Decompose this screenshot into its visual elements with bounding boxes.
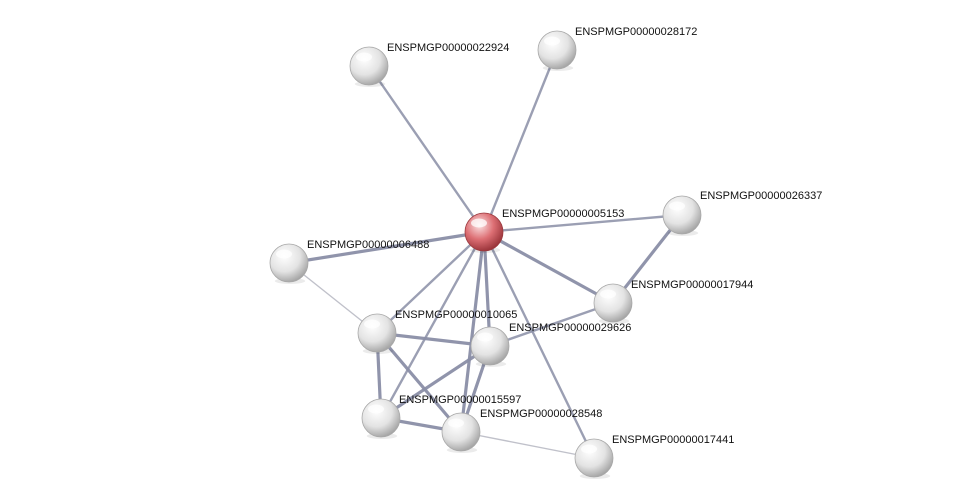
node-sphere[interactable]: [269, 243, 309, 283]
edge-05153-17441[interactable]: [482, 230, 596, 460]
node-sphere[interactable]: [470, 326, 510, 366]
node-ENSPMGP00000017944[interactable]: ENSPMGP00000017944: [593, 279, 753, 324]
node-sphere[interactable]: [574, 438, 614, 478]
node-label: ENSPMGP00000005153: [502, 208, 624, 220]
node-highlight: [544, 36, 560, 46]
node-ENSPMGP00000005153[interactable]: ENSPMGP00000005153: [464, 208, 624, 253]
node-highlight: [477, 332, 493, 342]
node-label: ENSPMGP00000026337: [700, 190, 822, 202]
node-highlight: [448, 418, 464, 428]
node-ENSPMGP00000017441[interactable]: ENSPMGP00000017441: [574, 434, 734, 479]
node-label: ENSPMGP00000022924: [387, 42, 509, 54]
node-sphere[interactable]: [357, 313, 397, 353]
edge-05153-28172[interactable]: [482, 48, 559, 234]
node-highlight: [471, 218, 487, 228]
node-label: ENSPMGP00000010065: [395, 309, 517, 321]
node-ENSPMGP00000006488[interactable]: ENSPMGP00000006488: [269, 239, 429, 284]
query-node-sphere[interactable]: [464, 212, 504, 252]
node-ENSPMGP00000026337[interactable]: ENSPMGP00000026337: [662, 190, 822, 236]
edge-05153-28548[interactable]: [459, 230, 486, 434]
edge-10065-28548[interactable]: [375, 331, 463, 434]
node-sphere[interactable]: [662, 195, 702, 235]
node-sphere[interactable]: [593, 283, 633, 323]
node-ENSPMGP00000028548[interactable]: ENSPMGP00000028548: [441, 408, 602, 453]
edge-05153-17944[interactable]: [482, 230, 615, 305]
edge-05153-10065[interactable]: [375, 230, 486, 335]
node-sphere[interactable]: [349, 46, 389, 86]
node-label: ENSPMGP00000028548: [480, 408, 602, 420]
edge-05153-06488[interactable]: [287, 230, 486, 265]
node-sphere[interactable]: [441, 412, 481, 452]
node-label: ENSPMGP00000006488: [307, 239, 429, 251]
node-label: ENSPMGP00000028172: [575, 26, 697, 38]
node-ENSPMGP00000010065[interactable]: ENSPMGP00000010065: [357, 309, 517, 354]
edge-29626-15597[interactable]: [379, 344, 492, 420]
node-label: ENSPMGP00000017441: [612, 434, 734, 446]
node-highlight: [600, 289, 616, 299]
node-ENSPMGP00000015597[interactable]: ENSPMGP00000015597: [361, 394, 521, 439]
node-ENSPMGP00000029626[interactable]: ENSPMGP00000029626: [470, 322, 631, 367]
node-label: ENSPMGP00000015597: [399, 394, 521, 406]
node-highlight: [356, 52, 372, 62]
node-highlight: [581, 444, 597, 454]
edge-17944-29626[interactable]: [488, 301, 615, 348]
node-label: ENSPMGP00000017944: [631, 279, 753, 291]
node-ENSPMGP00000022924[interactable]: ENSPMGP00000022924: [349, 42, 509, 87]
nodes-layer: ENSPMGP00000022924 ENSPMGP00000028172ENSP…: [269, 26, 822, 479]
node-sphere[interactable]: [361, 398, 401, 438]
edge-28548-17441[interactable]: [460, 431, 595, 459]
node-sphere[interactable]: [537, 30, 577, 70]
node-highlight: [364, 319, 380, 329]
edge-05153-15597[interactable]: [379, 230, 486, 420]
node-label: ENSPMGP00000029626: [509, 322, 631, 334]
node-highlight: [669, 201, 685, 211]
edge-05153-22924[interactable]: [367, 64, 486, 234]
node-highlight: [276, 249, 292, 259]
node-highlight: [368, 404, 384, 414]
node-ENSPMGP00000028172[interactable]: ENSPMGP00000028172: [537, 26, 697, 71]
edge-05153-26337[interactable]: [482, 213, 684, 234]
